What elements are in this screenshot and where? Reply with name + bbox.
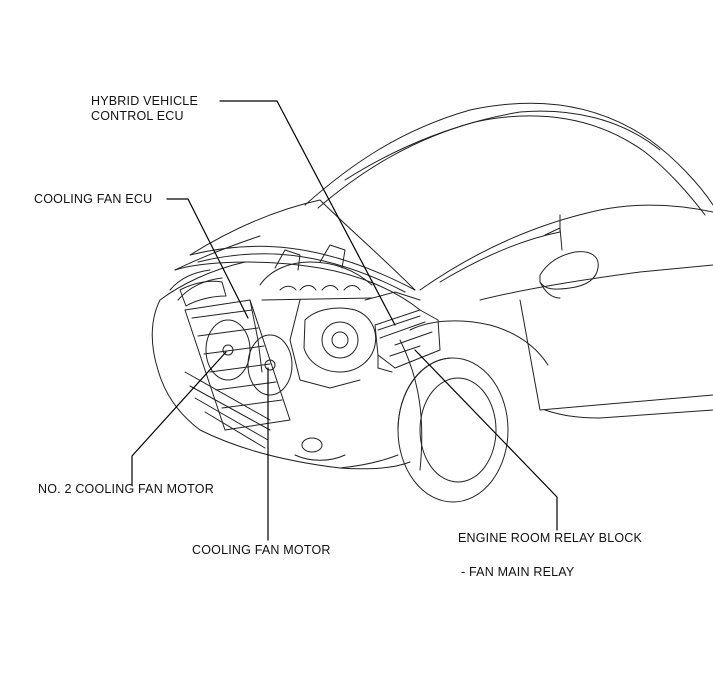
label-engine-room-relay-block: ENGINE ROOM RELAY BLOCK <box>458 531 643 545</box>
leader-no2-fan-motor <box>131 351 227 486</box>
label-cooling-fan-ecu: COOLING FAN ECU <box>34 192 153 206</box>
label-no2-cooling-fan-motor: NO. 2 COOLING FAN MOTOR <box>38 482 214 496</box>
label-hv-control-ecu-line2: CONTROL ECU <box>91 109 184 123</box>
leader-hv-ecu <box>219 100 396 326</box>
leader-lines <box>131 100 558 541</box>
label-hv-control-ecu-line1: HYBRID VEHICLE <box>91 94 198 108</box>
engine-assembly <box>249 244 421 389</box>
front-wheel <box>397 357 509 503</box>
leader-cooling-fan-ecu <box>166 198 249 319</box>
label-cooling-fan-motor: COOLING FAN MOTOR <box>192 543 331 557</box>
leader-relay-block <box>414 349 558 531</box>
main-fan-shape <box>247 334 293 396</box>
car-body <box>151 102 713 471</box>
no2-fan-shape <box>205 319 251 381</box>
label-fan-main-relay: - FAN MAIN RELAY <box>461 565 575 579</box>
radiator-and-fans <box>184 299 293 431</box>
relay-block-shape <box>374 309 441 373</box>
label-hv-control-ecu: HYBRID VEHICLE CONTROL ECU <box>91 94 198 124</box>
